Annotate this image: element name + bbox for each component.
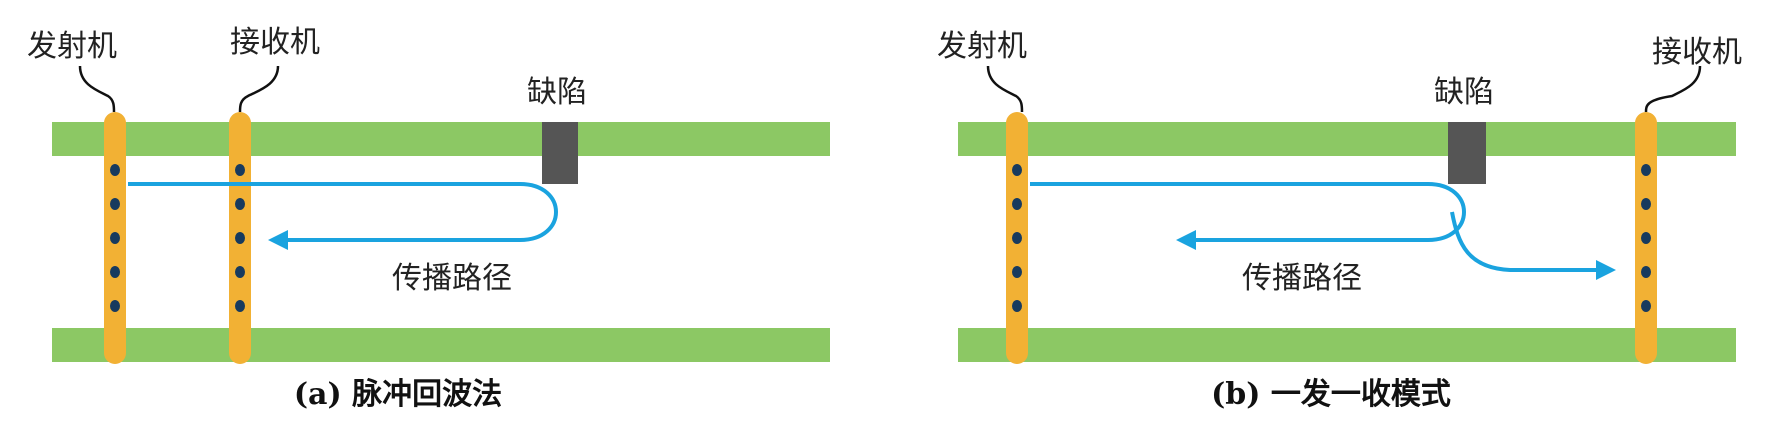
defect-label-a: 缺陷 xyxy=(527,75,587,110)
bottom-plate-a xyxy=(52,328,830,362)
transmitter-label-b: 发射机 xyxy=(937,29,1027,64)
receiver-label-a: 接收机 xyxy=(230,25,320,60)
transmitter-elements-a xyxy=(110,164,120,312)
top-plate-a xyxy=(52,122,830,156)
defect-label-b: 缺陷 xyxy=(1434,75,1494,110)
propagation-path-a xyxy=(128,182,558,250)
receiver-elements-b xyxy=(1641,164,1651,312)
bottom-plate-b xyxy=(958,328,1736,362)
receiver-label-b: 接收机 xyxy=(1652,35,1742,70)
top-plate-b xyxy=(958,122,1736,156)
path-label-a: 传播路径 xyxy=(392,261,512,296)
caption-a: (a) 脉冲回波法 xyxy=(294,377,502,412)
transmitter-wire-b xyxy=(986,65,1024,113)
receiver-wire-a xyxy=(238,65,280,113)
transmitted-path-b xyxy=(1450,211,1616,280)
caption-b: (b) 一发一收模式 xyxy=(1211,377,1451,412)
transmitter-wire-a xyxy=(78,65,116,113)
receiver-elements-a xyxy=(235,164,245,312)
receiver-wire-b xyxy=(1644,65,1702,113)
defect-block-a xyxy=(542,122,578,184)
panel-b: 发射机 接收机 缺陷 传播路径 (b) 一发一收模式 xyxy=(937,29,1742,412)
defect-block-b xyxy=(1448,122,1486,184)
transmitter-elements-b xyxy=(1012,164,1022,312)
panel-a: 发射机 接收机 缺陷 传播路径 (a) 脉冲回波法 xyxy=(27,25,830,412)
reflected-path-b xyxy=(1030,182,1466,250)
path-label-b: 传播路径 xyxy=(1242,261,1362,296)
transmitter-label-a: 发射机 xyxy=(27,29,117,64)
